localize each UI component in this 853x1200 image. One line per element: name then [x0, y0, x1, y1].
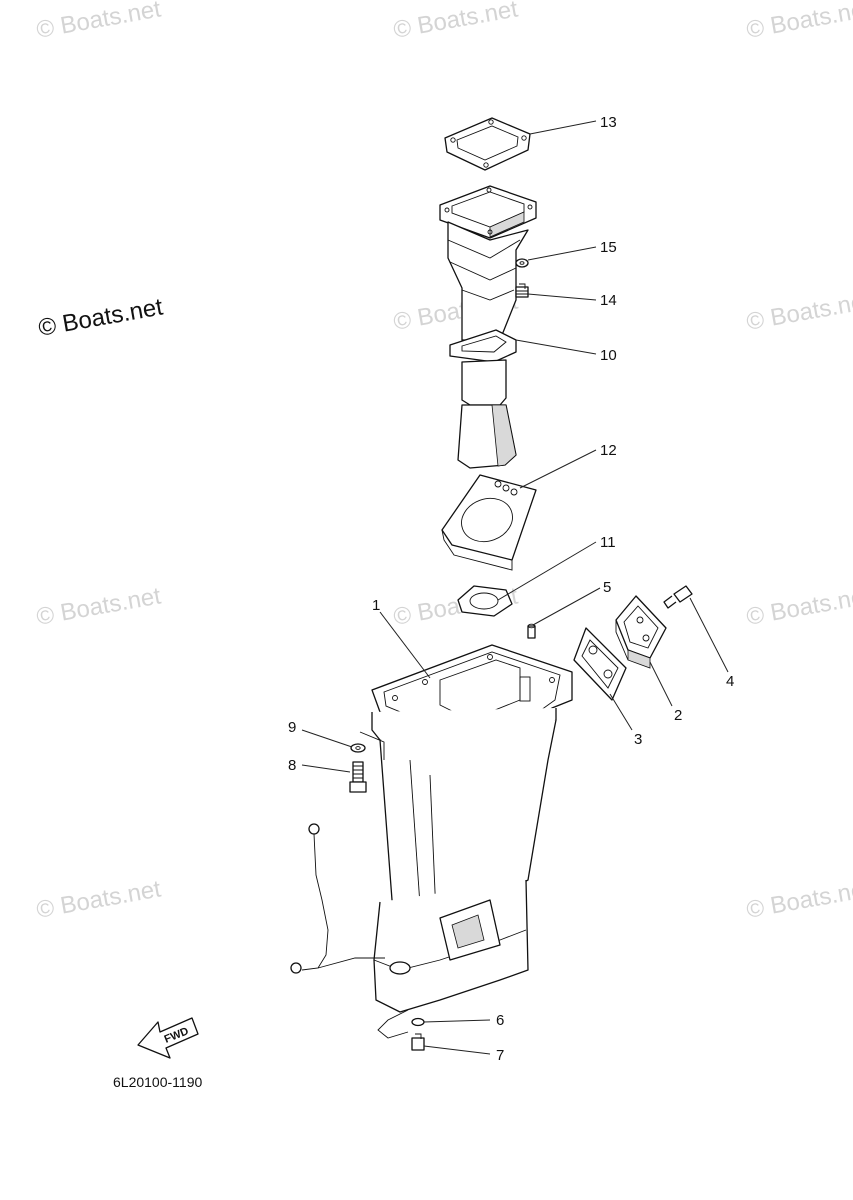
- part-10-exhaust-guide: [439, 185, 537, 469]
- callout-4: 4: [726, 673, 734, 690]
- watermark: © Boats.net: [744, 0, 853, 44]
- part-13-gasket: [444, 117, 531, 171]
- part-1-upper-casing: [371, 644, 573, 1013]
- part-4-screw: [663, 585, 693, 609]
- part-5-dowel-pin: [527, 623, 536, 639]
- part-14-bolt: [515, 283, 529, 298]
- callout-7: 7: [496, 1047, 504, 1064]
- watermark: © Boats.net: [391, 0, 520, 44]
- watermark: © Boats.net: [34, 875, 163, 923]
- callout-1: 1: [372, 597, 380, 614]
- part-7-bolt: [411, 1033, 425, 1051]
- part-3-gasket-plate: [573, 627, 627, 701]
- part-6-washer: [411, 1017, 425, 1027]
- fwd-arrow-icon: FWD: [137, 1017, 199, 1059]
- leader-lines: [301, 120, 729, 1055]
- callout-11: 11: [600, 534, 616, 551]
- watermark: © Boats.net: [34, 582, 163, 630]
- callout-8: 8: [288, 757, 296, 774]
- watermark: © Boats.net: [744, 287, 853, 335]
- part-2-cover: [615, 595, 667, 669]
- callout-2: 2: [674, 707, 682, 724]
- part-11-gasket: [457, 585, 513, 617]
- callout-3: 3: [634, 731, 642, 748]
- callout-12: 12: [600, 442, 617, 459]
- callout-5: 5: [603, 579, 611, 596]
- ground-lead-wire: [290, 823, 409, 1039]
- watermark: © Boats.net: [34, 0, 163, 44]
- watermark: © Boats.net: [744, 582, 853, 630]
- part-15-washer: [515, 258, 529, 268]
- part-8-bolt: [349, 761, 367, 793]
- callout-6: 6: [496, 1012, 504, 1029]
- callout-13: 13: [600, 114, 617, 131]
- watermark: © Boats.net: [744, 875, 853, 923]
- part-12-plate: [441, 474, 537, 571]
- callouts: 13 15 14 10 12 11 5 1 4 2 3 9 8 6 7: [288, 114, 734, 1064]
- callout-15: 15: [600, 239, 617, 256]
- watermark-main: © Boats.net: [36, 293, 165, 341]
- part-9-washer: [350, 743, 366, 753]
- diagram-code: 6L20100-1190: [113, 1074, 202, 1090]
- callout-10: 10: [600, 347, 617, 364]
- callout-9: 9: [288, 719, 296, 736]
- callout-14: 14: [600, 292, 617, 309]
